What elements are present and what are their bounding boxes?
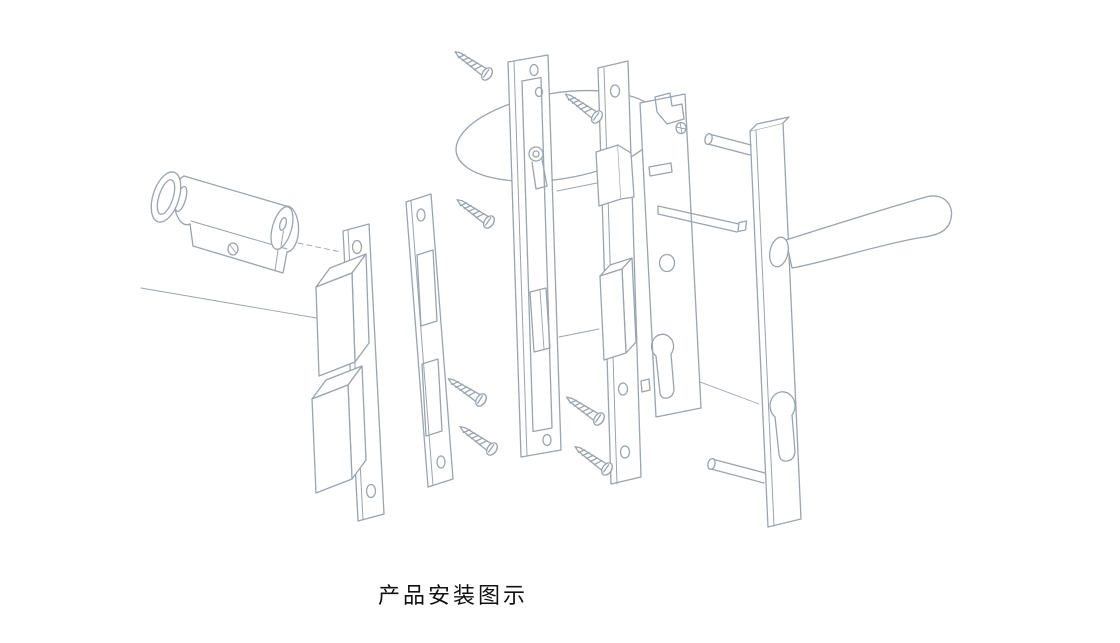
- handle-escutcheon-plate: [704, 116, 802, 528]
- keyhole: [278, 217, 288, 247]
- thumbturn-knob: [150, 171, 182, 223]
- cam-screw: [227, 242, 239, 256]
- line-art: [140, 45, 953, 528]
- mounting-screw: [455, 420, 501, 458]
- latch-bolt: [595, 144, 635, 207]
- mounting-screw: [450, 45, 496, 83]
- mounting-screw: [562, 390, 608, 428]
- strike-plate-with-cutouts: [405, 193, 454, 488]
- cover-faceplate-frame: [507, 54, 562, 458]
- mounting-screw: [560, 87, 606, 126]
- lock-cylinder-with-thumbturn: [150, 171, 300, 274]
- strike-box-lower: [311, 365, 367, 494]
- mortise-lock-body: [639, 92, 702, 418]
- mounting-screw: [452, 193, 498, 231]
- fixing-post-bottom: [707, 457, 766, 484]
- oval-trim-plate: [455, 89, 661, 183]
- strike-box-upper: [315, 253, 370, 377]
- fixing-post-top: [704, 132, 752, 156]
- lever-handle: [769, 195, 953, 269]
- spindle-bar: [657, 205, 748, 233]
- deadbolt: [599, 257, 637, 361]
- mounting-screw: [570, 440, 616, 478]
- diagram-caption: 产品安装图示: [377, 584, 528, 609]
- mounting-screw: [443, 372, 490, 409]
